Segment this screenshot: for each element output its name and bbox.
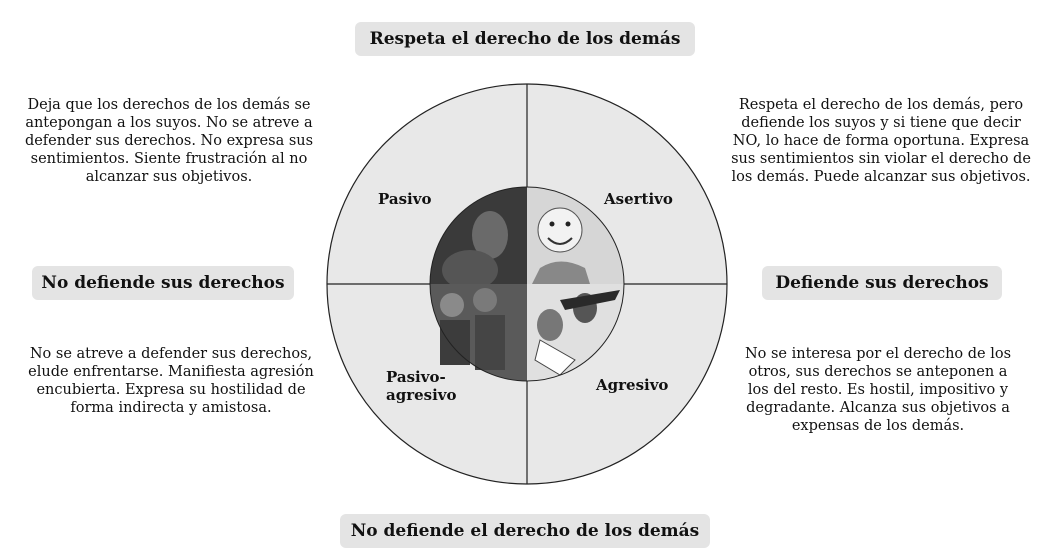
quadrant-label-asertivo: Asertivo — [604, 190, 673, 208]
quadrant-label-agresivo: Agresivo — [596, 376, 669, 394]
inner-photo-circle — [429, 186, 625, 382]
description-asertivo: Respeta el derecho de los demás, pero de… — [731, 97, 1031, 185]
quadrant-label-pasivo-agresivo: Pasivo- agresivo — [386, 368, 457, 404]
label-no-defiende: No defiende sus derechos — [32, 266, 294, 300]
label-defiende: Defiende sus derechos — [762, 266, 1002, 300]
quadrant-label-pasivo-agresivo-line1: Pasivo- — [386, 368, 446, 386]
description-agresivo: No se interesa por el derecho de los otr… — [744, 346, 1012, 434]
label-no-respeta-derecho: No defiende el derecho de los demás — [340, 514, 710, 548]
quadrant-label-pasivo-agresivo-line2: agresivo — [386, 386, 457, 404]
description-pasivo: Deja que los derechos de los demás se an… — [24, 97, 314, 185]
label-respeta-derecho: Respeta el derecho de los demás — [355, 22, 695, 56]
description-pasivo-agresivo: No se atreve a defender sus derechos, el… — [28, 346, 314, 416]
quadrant-label-pasivo: Pasivo — [378, 190, 432, 208]
